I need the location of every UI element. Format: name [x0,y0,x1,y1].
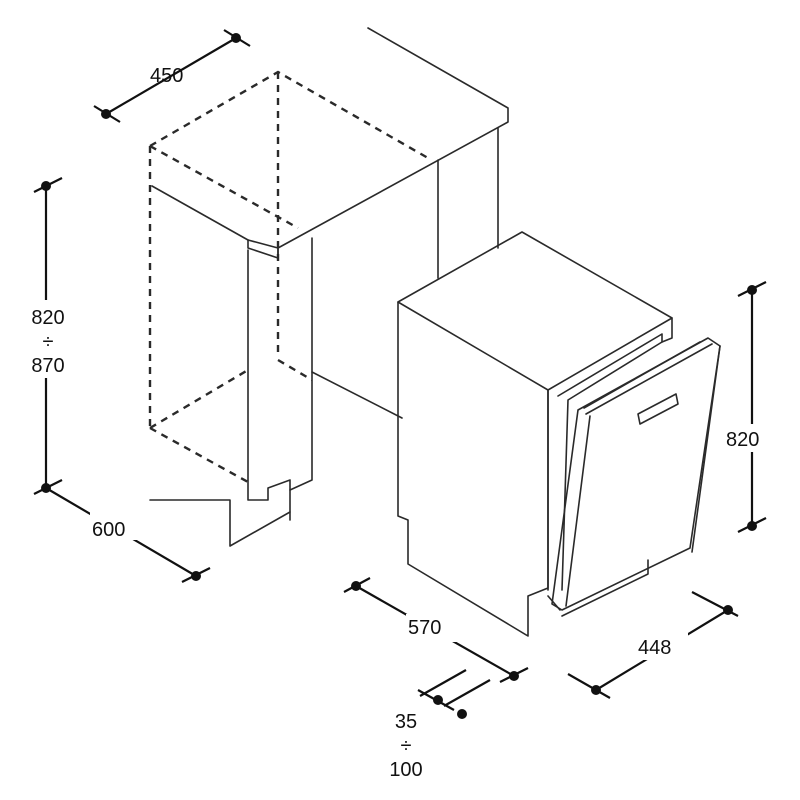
dim-niche-width: 450 [93,29,251,123]
door-handle [637,393,679,425]
floor-line [311,371,403,419]
dim-niche-height: 820 ÷ 870 [24,177,72,495]
dishwasher-door [551,337,721,611]
control-panel [583,341,701,409]
label-plinth-max: 100 [389,759,422,781]
dishwasher [397,231,721,637]
label-appliance-height: 820 [726,429,759,451]
countertop-niche [149,27,509,547]
dim-appliance-height: 820 [724,281,778,533]
label-niche-depth: 600 [92,519,125,541]
worktop-outline [247,27,509,259]
dishwasher-side [397,301,549,637]
label-plinth-sep: ÷ [401,735,412,757]
niche-hidden-volume [148,70,429,484]
label-plinth-min: 35 [395,711,417,733]
label-niche-height-max: 870 [31,355,64,377]
label-appliance-width: 448 [638,637,671,659]
dim-appliance-depth: 570 [343,577,529,683]
dishwasher-front-frame [547,317,673,591]
label-appliance-depth: 570 [408,617,441,639]
label-niche-width: 450 [150,65,183,87]
side-panel [149,249,291,547]
dim-appliance-width: 448 [567,591,739,699]
dim-niche-depth: 600 [45,487,211,583]
dishwasher-top [397,231,673,391]
label-niche-height-sep: ÷ [43,331,54,353]
dim-plinth-height: 35 ÷ 100 [389,669,491,781]
rear-support-panel [437,127,499,279]
label-niche-height-min: 820 [31,307,64,329]
